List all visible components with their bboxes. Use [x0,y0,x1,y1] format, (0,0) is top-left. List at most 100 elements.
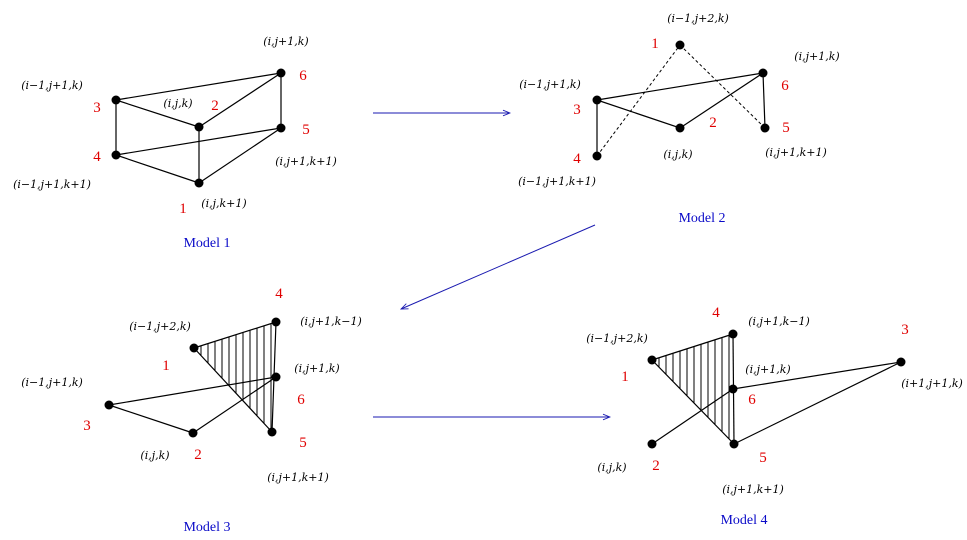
m1-node-5 [276,123,286,133]
arrow-model2-to-model3 [401,224,596,310]
m1-node-3 [111,95,121,105]
m1-node-2 [194,122,204,132]
m3-node-1 [189,343,199,353]
m2-number-5: 5 [782,120,790,136]
m4-coord-4: (i,j+1,k−1) [748,315,810,328]
m4-edge-6-3 [732,361,902,390]
model-4: (i−1,j+2,k) (i,j+1,k−1) (i,j+1,k) (i+1,j… [586,305,963,528]
m4-coord-2: (i,j,k) [597,461,626,474]
m2-edge-3-6 [596,72,764,101]
m4-edge-1-5 [651,359,735,445]
m1-coord-3: (i−1,j+1,k) [21,79,83,92]
m2-node-2 [675,123,685,133]
m2-edge-3-2 [596,99,681,129]
m4-coord-3: (i+1,j+1,k) [901,377,963,390]
m2-coord-6: (i,j+1,k) [794,50,839,63]
m4-number-3: 3 [901,322,909,338]
m3-coord-4: (i,j+1,k−1) [300,315,362,328]
m1-coord-6: (i,j+1,k) [263,35,308,48]
m1-number-3: 3 [93,100,101,116]
m4-number-6: 6 [748,392,756,408]
m1-node-6 [276,68,286,78]
m2-coord-4: (i−1,j+1,k+1) [518,175,596,188]
m2-node-1 [675,40,685,50]
m3-number-6: 6 [297,392,305,408]
m2-edge-4-1-dashed [596,44,681,157]
m4-edge-1-4 [651,333,734,361]
m2-number-2: 2 [709,115,717,131]
m2-coord-1: (i−1,j+2,k) [667,12,729,25]
m4-number-5: 5 [759,450,767,466]
m3-edge-2-6 [192,376,277,434]
m2-node-3 [592,95,602,105]
m4-node-1 [647,355,657,365]
m2-number-1: 1 [651,36,659,52]
m2-number-6: 6 [781,78,789,94]
m1-node-1 [194,178,204,188]
m1-node-4 [111,150,121,160]
m3-number-5: 5 [299,435,307,451]
m3-coord-3: (i−1,j+1,k) [21,376,83,389]
m3-node-5 [267,427,277,437]
m4-edge-5-3 [733,361,902,445]
m1-number-4: 4 [93,149,101,165]
model-3: (i−1,j+2,k) (i,j+1,k−1) (i,j+1,k) (i−1,j… [21,286,362,535]
m3-number-3: 3 [83,418,91,434]
m1-edge-4-5 [115,127,282,156]
m2-coord-2: (i,j,k) [663,148,692,161]
m4-node-6 [728,384,738,394]
m2-coord-5: (i,j+1,k+1) [765,146,827,159]
m1-number-6: 6 [299,68,307,84]
m1-edge-4-1 [115,154,200,184]
m4-coord-6: (i,j+1,k) [745,363,790,376]
m3-coord-1: (i−1,j+2,k) [129,320,191,333]
m2-node-4 [592,151,602,161]
m1-coord-1: (i,j,k+1) [201,197,246,210]
m3-title: Model 3 [183,520,230,535]
m1-coord-5: (i,j+1,k+1) [275,155,337,168]
m3-coord-6: (i,j+1,k) [294,362,339,375]
m1-coord-2: (i,j,k) [163,97,192,110]
m2-coord-3: (i−1,j+1,k) [519,78,581,91]
m4-coord-1: (i−1,j+2,k) [586,332,648,345]
model-2: (i−1,j+2,k) (i,j+1,k) (i−1,j+1,k) (i,j,k… [518,12,840,226]
model-1: (i,j+1,k) (i−1,j+1,k) (i,j,k) (i,j+1,k+1… [13,35,337,251]
m1-number-1: 1 [179,201,187,217]
m3-edge-3-2 [108,404,194,434]
m1-title: Model 1 [183,236,230,251]
m2-edge-1-5-dashed [679,44,766,129]
m3-edge-1-4 [193,321,277,349]
m4-hatched-triangle [658,335,730,439]
m3-coord-2: (i,j,k) [140,449,169,462]
m3-number-4: 4 [275,286,283,302]
m4-number-2: 2 [652,458,660,474]
m2-number-4: 4 [573,151,581,167]
m4-node-3 [896,357,906,367]
m2-edge-2-6 [679,72,764,129]
m1-coord-4: (i−1,j+1,k+1) [13,178,91,191]
m4-node-4 [728,329,738,339]
m3-number-2: 2 [194,447,202,463]
m2-node-5 [760,123,770,133]
m2-node-6 [758,68,768,78]
m4-node-2 [647,439,657,449]
m4-number-1: 1 [621,369,629,385]
m4-title: Model 4 [720,513,767,528]
m3-node-3 [104,400,114,410]
m3-edge-3-6 [108,376,277,406]
m1-edge-3-2 [115,99,200,128]
m4-coord-5: (i,j+1,k+1) [722,483,784,496]
m2-edge-6-5 [762,72,766,129]
m2-number-3: 3 [573,102,581,118]
m3-node-4 [271,317,281,327]
m1-edge-1-5 [198,127,282,184]
m4-number-4: 4 [712,305,720,321]
m2-title: Model 2 [678,211,725,226]
m3-number-1: 1 [162,358,170,374]
m1-number-2: 2 [211,98,219,114]
m3-node-6 [271,372,281,382]
m1-edge-2-6 [198,72,282,128]
m1-edge-3-6 [115,72,282,101]
m3-hatched-triangle [200,323,272,431]
